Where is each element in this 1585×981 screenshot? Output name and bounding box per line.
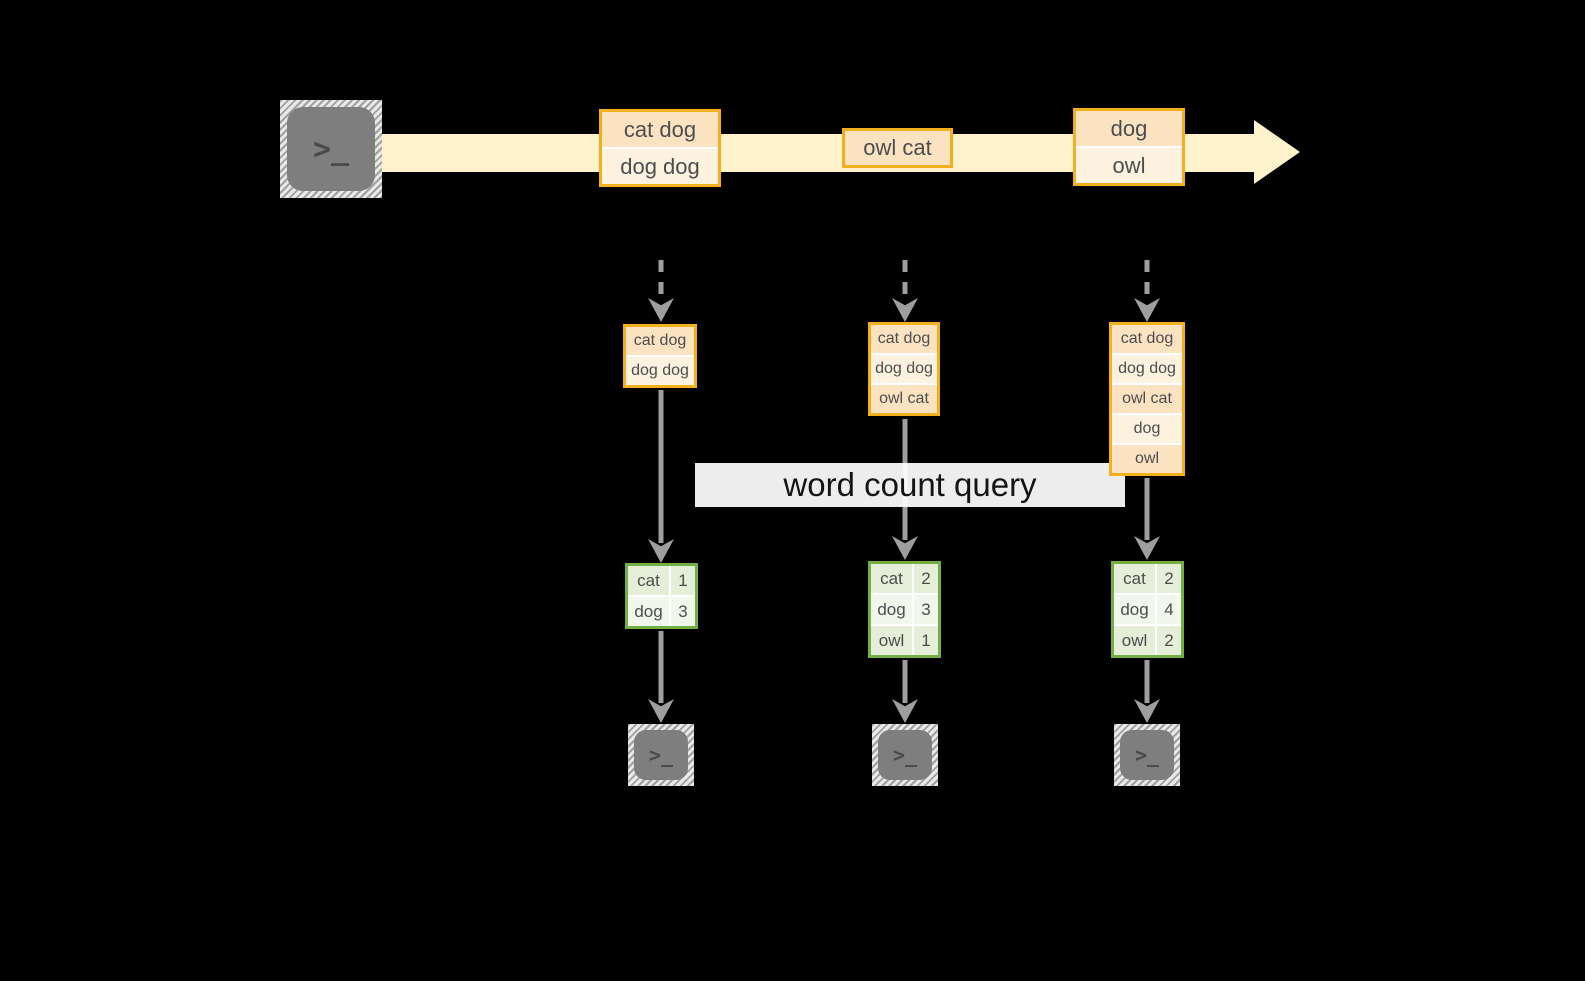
output-terminal-icon: >_	[628, 724, 694, 786]
count-cell: 1	[671, 566, 695, 595]
word-cell: cat	[1114, 564, 1155, 593]
batch-box-3: cat dog dog dog owl cat dog owl	[1109, 322, 1185, 476]
solid-arrow-icon	[892, 660, 918, 723]
batch-cell: cat dog	[871, 325, 937, 353]
count-cell: 3	[671, 597, 695, 626]
stream-event-box-2: owl cat	[842, 128, 953, 168]
word-cell: cat	[871, 564, 912, 593]
count-cell: 1	[914, 626, 938, 655]
word-cell: dog	[1114, 595, 1155, 624]
batch-cell: dog dog	[871, 355, 937, 383]
query-label: word count query	[695, 463, 1125, 507]
batch-cell: owl	[1112, 445, 1182, 473]
count-cell: 2	[1157, 564, 1181, 593]
word-cell: dog	[628, 597, 669, 626]
batch-cell: owl cat	[871, 385, 937, 413]
batch-cell: dog	[1112, 415, 1182, 443]
solid-arrow-icon	[648, 390, 674, 563]
solid-arrow-icon	[1134, 660, 1160, 723]
batch-cell: dog dog	[1112, 355, 1182, 383]
stream-event-cell: owl cat	[845, 131, 950, 165]
count-table-1: cat 1 dog 3	[625, 563, 698, 629]
stream-event-cell: dog	[1076, 111, 1182, 146]
stream-event-box-1: cat dog dog dog	[599, 109, 721, 187]
terminal-prompt-icon: >_	[878, 730, 932, 780]
count-table-2: cat 2 dog 3 owl 1	[868, 561, 941, 658]
solid-arrow-icon	[648, 631, 674, 723]
count-table-3: cat 2 dog 4 owl 2	[1111, 561, 1184, 658]
word-cell: cat	[628, 566, 669, 595]
word-cell: owl	[1114, 626, 1155, 655]
batch-cell: dog dog	[626, 357, 694, 385]
stream-event-cell: owl	[1076, 148, 1182, 183]
dashed-arrow-icon	[892, 260, 918, 322]
batch-cell: cat dog	[1112, 325, 1182, 353]
dashed-arrow-icon	[648, 260, 674, 322]
batch-box-1: cat dog dog dog	[623, 324, 697, 388]
batch-cell: owl cat	[1112, 385, 1182, 413]
stream-event-cell: cat dog	[602, 112, 718, 147]
count-cell: 2	[914, 564, 938, 593]
batch-box-2: cat dog dog dog owl cat	[868, 322, 940, 416]
count-cell: 4	[1157, 595, 1181, 624]
stream-arrowhead-icon	[1254, 120, 1300, 184]
terminal-prompt-icon: >_	[287, 107, 375, 191]
source-terminal-icon: >_	[280, 100, 382, 198]
word-cell: dog	[871, 595, 912, 624]
stream-event-cell: dog dog	[602, 149, 718, 184]
solid-arrow-icon	[1134, 478, 1160, 560]
terminal-prompt-icon: >_	[634, 730, 688, 780]
dashed-arrow-icon	[1134, 260, 1160, 322]
batch-cell: cat dog	[626, 327, 694, 355]
output-terminal-icon: >_	[872, 724, 938, 786]
terminal-prompt-icon: >_	[1120, 730, 1174, 780]
output-terminal-icon: >_	[1114, 724, 1180, 786]
stream-event-box-3: dog owl	[1073, 108, 1185, 186]
word-cell: owl	[871, 626, 912, 655]
count-cell: 2	[1157, 626, 1181, 655]
count-cell: 3	[914, 595, 938, 624]
